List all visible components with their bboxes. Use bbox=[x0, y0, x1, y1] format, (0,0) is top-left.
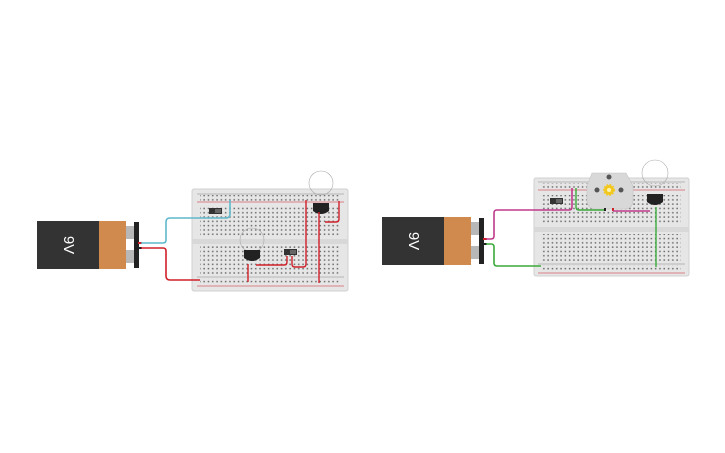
dc-motor[interactable] bbox=[586, 172, 634, 211]
wire-red-negative[interactable] bbox=[141, 247, 200, 281]
light-bulb-1[interactable] bbox=[239, 227, 265, 261]
battery-label: 9V bbox=[405, 232, 422, 250]
light-bulb-3[interactable] bbox=[641, 159, 669, 205]
wire-red-3[interactable] bbox=[291, 200, 307, 268]
light-bulb-2[interactable] bbox=[308, 170, 334, 214]
circuit-2: 9V bbox=[382, 159, 690, 277]
slide-switch-2[interactable] bbox=[284, 249, 297, 255]
wire-cyan[interactable] bbox=[141, 200, 231, 244]
battery-label: 9V bbox=[60, 236, 77, 254]
battery-9v-1[interactable]: 9V bbox=[37, 221, 142, 269]
slide-switch-3[interactable] bbox=[550, 198, 563, 204]
wire-green-1[interactable] bbox=[575, 188, 604, 211]
slide-switch-1[interactable] bbox=[209, 208, 222, 214]
battery-9v-2[interactable]: 9V bbox=[382, 217, 487, 265]
wire-red-2[interactable] bbox=[256, 256, 288, 266]
wire-red-5[interactable] bbox=[325, 201, 340, 223]
wire-magenta[interactable] bbox=[486, 188, 573, 240]
wire-green-negative[interactable] bbox=[486, 243, 541, 267]
circuit-1: 9V bbox=[37, 170, 349, 292]
